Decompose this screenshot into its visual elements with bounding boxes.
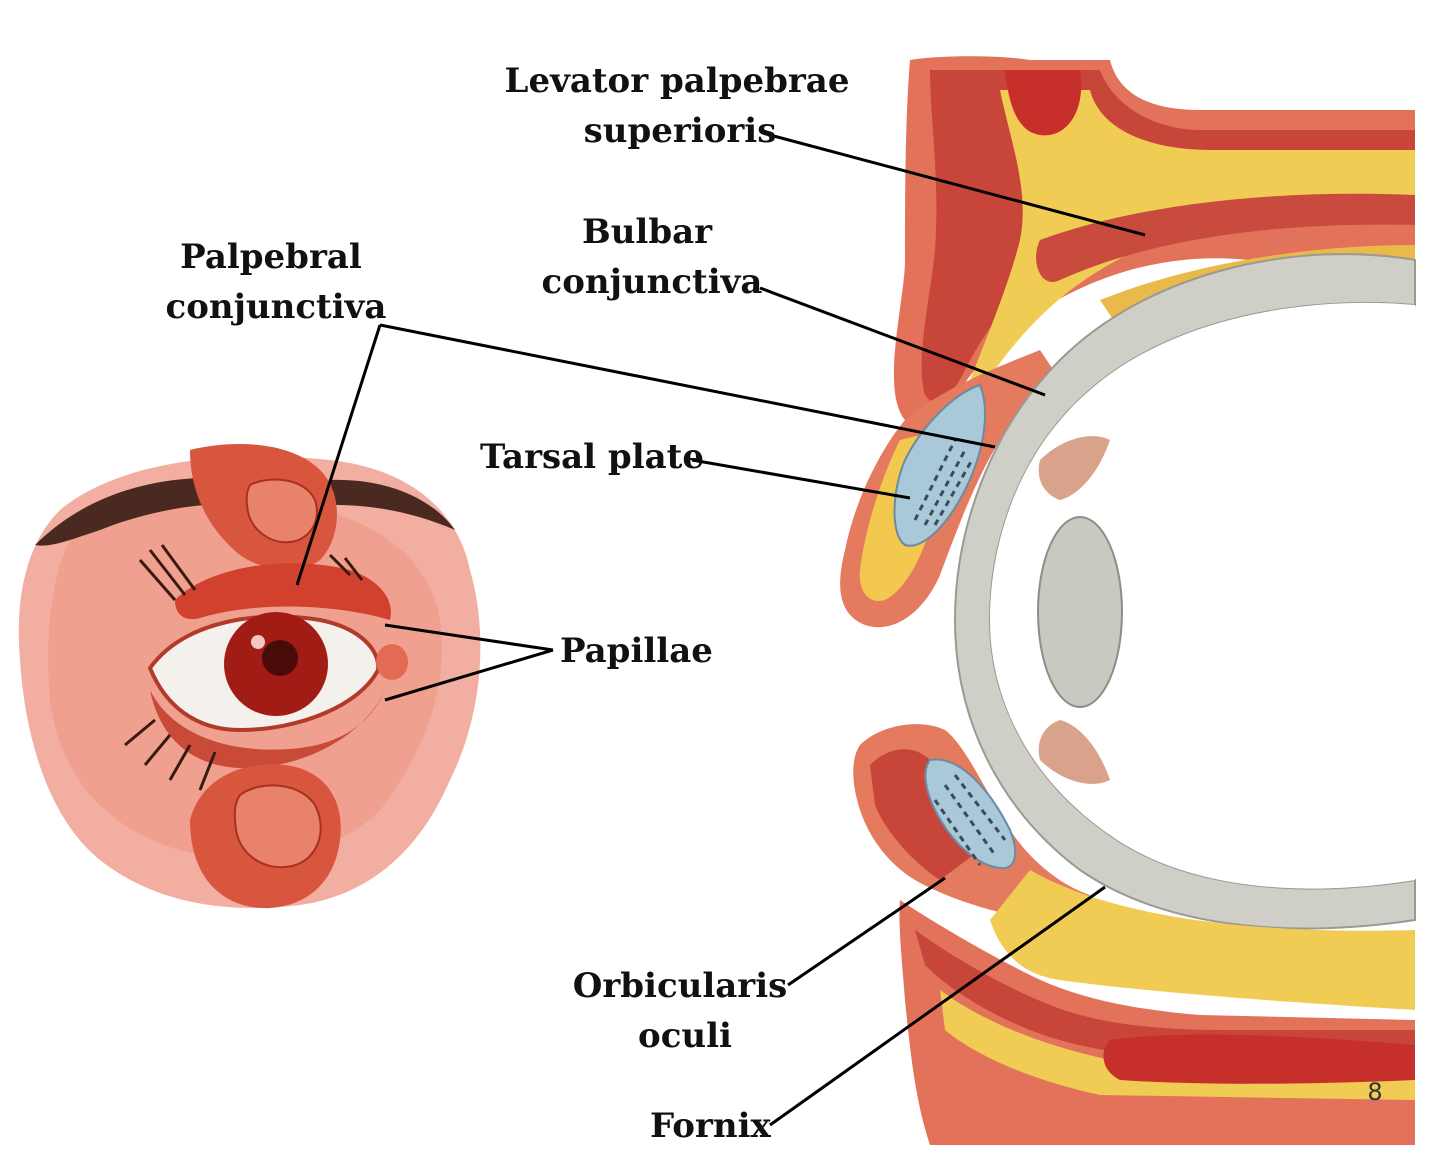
label-levator-line2: superioris [584, 111, 777, 151]
sagittal-section-illustration: 8 [840, 56, 1416, 1145]
lens [1037, 516, 1123, 708]
leader-papillae-upper [384, 623, 554, 652]
label-papillae: Papillae [560, 631, 713, 671]
iris-highlight [251, 635, 265, 649]
upper-meibomian-glands [913, 439, 974, 526]
label-palpebral-line1: Palpebral [180, 237, 362, 277]
label-bulbar-line2: conjunctiva [542, 262, 763, 302]
levator-muscle [1036, 193, 1415, 282]
lower-muscle-band [915, 930, 1415, 1060]
label-fornix: Fornix [650, 1106, 772, 1146]
page-number: 8 [1367, 1078, 1382, 1106]
leader-orbicularis [787, 876, 946, 987]
eyebrow-right [330, 479, 455, 530]
label-tarsal-plate: Tarsal plate [480, 437, 704, 477]
lower-lashes [124, 718, 217, 791]
label-levator-line1: Levator palpebrae [505, 61, 850, 101]
everted-eyelid-illustration [18, 444, 481, 909]
caruncle [376, 644, 408, 680]
lower-lid [150, 690, 385, 769]
pupil [262, 640, 298, 676]
upper-orbit-bone [1005, 70, 1082, 136]
upper-lashes [138, 544, 364, 601]
leader-palpebral-left [295, 324, 382, 586]
label-orbicularis-line1: Orbicularis [573, 966, 788, 1006]
leader-levator [769, 133, 1146, 237]
leader-lines [295, 133, 1146, 1127]
leader-bulbar [759, 286, 1046, 397]
leader-palpebral-right [379, 323, 996, 449]
leader-fornix [769, 885, 1106, 1127]
lower-meibomian-glands [933, 774, 1007, 866]
leader-papillae-lower [384, 648, 554, 702]
upper-fingernail [245, 478, 318, 544]
lower-fingernail [233, 784, 322, 869]
ciliary-body-lower [1038, 720, 1110, 784]
lower-orbit-bone [1103, 1034, 1415, 1084]
label-palpebral-line2: conjunctiva [166, 287, 387, 327]
lower-fat-band [990, 870, 1415, 1010]
leader-tarsal [691, 458, 911, 500]
upper-tarsal-plate [893, 383, 986, 547]
labels: Levator palpebrae superioris Bulbar conj… [166, 61, 850, 1146]
ciliary-body-upper [1038, 436, 1110, 500]
everted-upper-lid [175, 563, 391, 620]
label-orbicularis-line2: oculi [638, 1016, 732, 1056]
lower-eyelid-muscle [870, 749, 980, 880]
label-bulbar-line1: Bulbar [582, 212, 713, 252]
upper-fat-band [970, 90, 1415, 385]
